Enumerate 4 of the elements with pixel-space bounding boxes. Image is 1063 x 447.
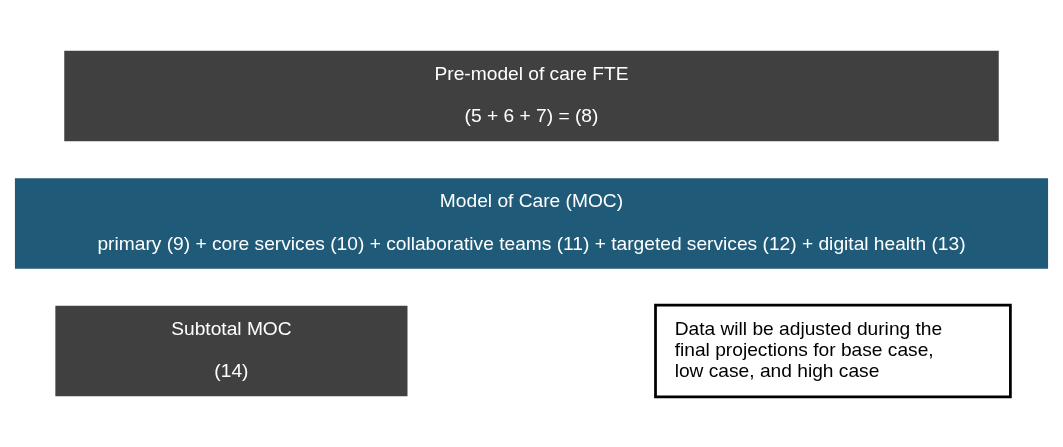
node-box: Data will be adjusted during the final projections for base case, low case, and high case [654, 303, 1012, 399]
node-box: Subtotal MOC (14) [52, 302, 411, 399]
node-box: Model of Care (MOC) primary (9) + core services (10) + collaborative teams (11) + targeted services (12) + digital health (13) [12, 175, 1051, 272]
node-box: Pre-model of care FTE (5 + 6 + 7) = (8) [61, 48, 1002, 145]
